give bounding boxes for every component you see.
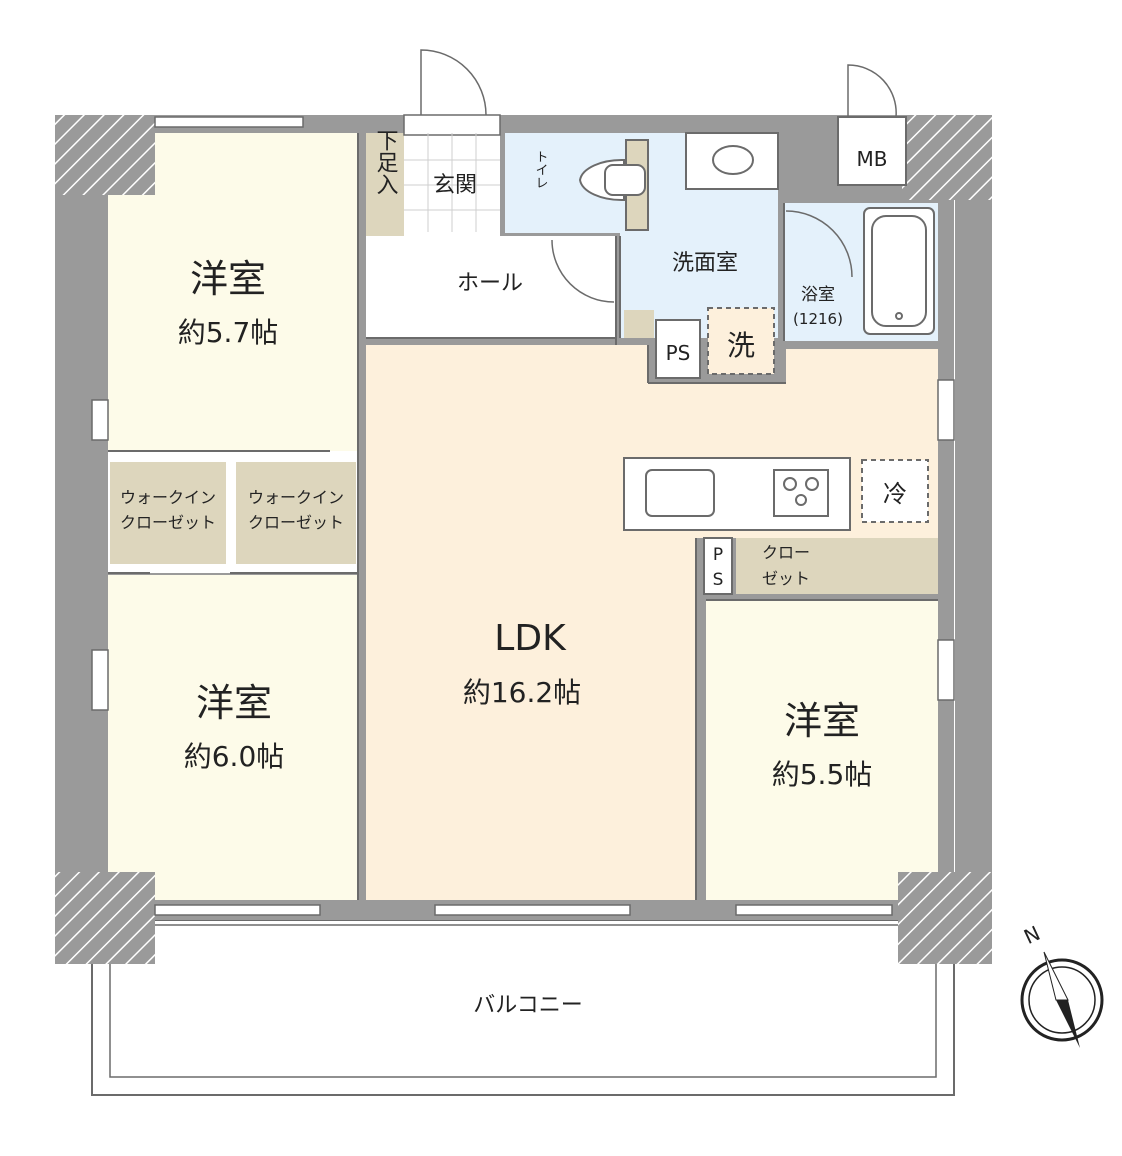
label-shoe: 下足入 xyxy=(373,129,399,195)
label-ps-2-top: P xyxy=(713,545,723,565)
label-washroom: 洗面室 xyxy=(672,251,738,276)
label-wic-1-line1: ウォークイン xyxy=(120,488,216,507)
kitchen-fixtures xyxy=(645,459,929,523)
label-bath-size: (1216) xyxy=(793,310,843,328)
label-washer: 洗 xyxy=(727,329,755,362)
ps-washer xyxy=(624,307,775,379)
entry-door xyxy=(403,49,897,136)
compass-label: N xyxy=(1020,921,1044,949)
toilet-fixture xyxy=(578,139,649,231)
label-ldk-name: LDK xyxy=(494,618,567,659)
closet-right xyxy=(736,538,938,594)
ps-right xyxy=(703,537,733,595)
room-west-2 xyxy=(108,575,358,900)
label-ldk-area: 約16.2帖 xyxy=(463,676,581,709)
partitions xyxy=(108,133,938,900)
label-entrance: 玄関 xyxy=(433,173,477,198)
label-balcony: バルコニー xyxy=(473,993,583,1018)
label-west-3-area: 約5.5帖 xyxy=(772,758,873,791)
label-west-1-name: 洋室 xyxy=(190,257,266,301)
balcony xyxy=(91,919,955,1096)
label-wic-2-line1: ウォークイン xyxy=(248,488,344,507)
label-mb: MB xyxy=(857,147,888,171)
label-bath-name: 浴室 xyxy=(801,285,835,305)
columns xyxy=(55,115,992,964)
label-closet-line2: ゼット xyxy=(762,569,810,588)
labels: 洋室 約5.7帖 ウォークイン クローゼット ウォークイン クローゼット 洋室 … xyxy=(120,129,907,1018)
label-west-1-area: 約5.7帖 xyxy=(178,316,279,349)
label-west-2-area: 約6.0帖 xyxy=(184,740,285,773)
label-hall: ホール xyxy=(457,271,523,296)
mb-box xyxy=(837,116,907,186)
label-fridge: 冷 xyxy=(883,480,907,508)
wic-1 xyxy=(110,462,226,564)
label-wic-2-line2: クローゼット xyxy=(248,513,344,532)
label-closet-line1: クロー xyxy=(762,543,810,562)
label-ps-1: PS xyxy=(666,341,691,365)
label-west-3-name: 洋室 xyxy=(784,699,860,743)
label-ps-2-bottom: S xyxy=(713,570,724,590)
compass: N xyxy=(1020,921,1104,1048)
label-toilet: トイレ xyxy=(533,150,548,189)
windows xyxy=(91,116,955,916)
label-west-2-name: 洋室 xyxy=(196,681,272,725)
label-wic-1-line2: クローゼット xyxy=(120,513,216,532)
bathtub xyxy=(863,207,935,335)
hall-door xyxy=(551,210,853,303)
entrance-tiles xyxy=(404,133,500,232)
washbasin xyxy=(685,132,779,190)
room-west-3 xyxy=(706,600,938,900)
wic-2 xyxy=(236,462,356,564)
